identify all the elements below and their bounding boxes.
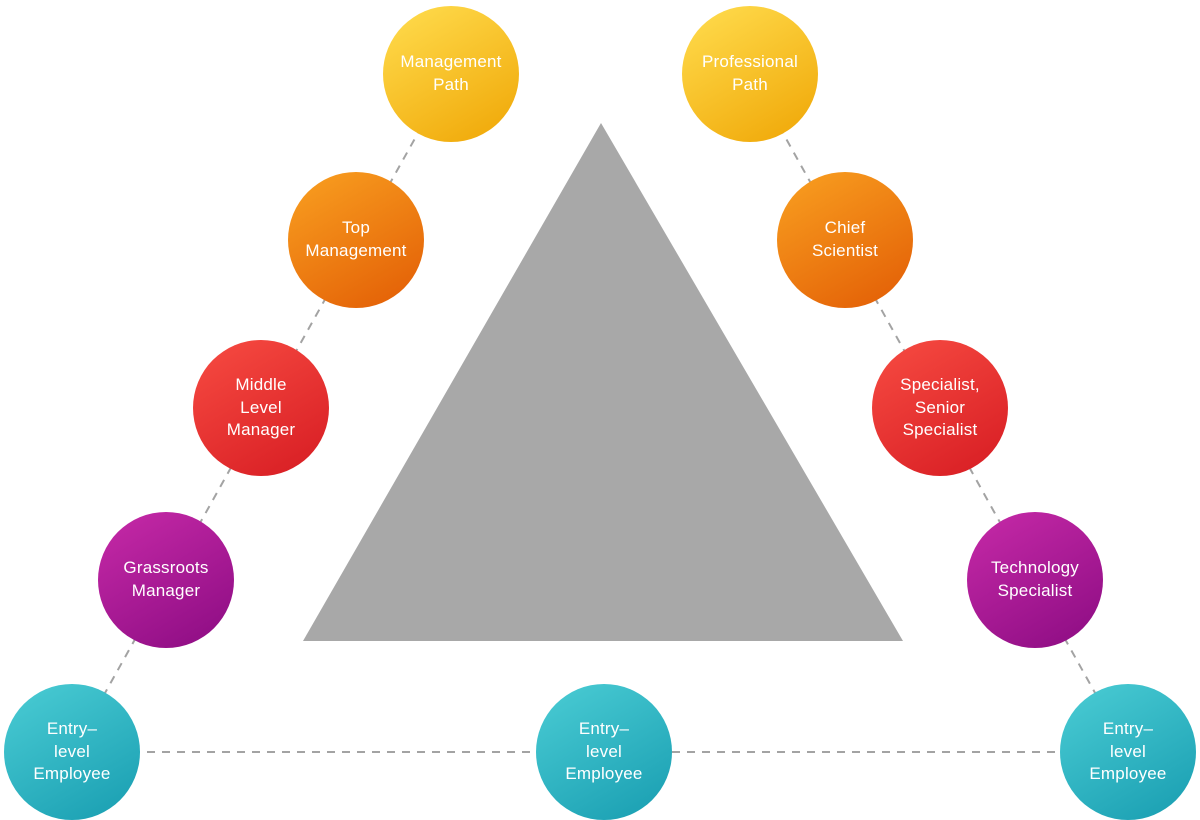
pyramid-triangle [303, 123, 903, 641]
node-professional-path-label: Professional Path [702, 52, 798, 94]
node-management-path-label: Management Path [400, 52, 502, 94]
node-grassroots-manager-label: Grassroots Manager [123, 558, 209, 600]
node-technology-specialist: Technology Specialist [967, 512, 1103, 648]
node-entry-level-employee-left: Entry– level Employee [4, 684, 140, 820]
node-professional-path: Professional Path [682, 6, 818, 142]
node-entry-level-employee-center: Entry– level Employee [536, 684, 672, 820]
node-chief-scientist: Chief Scientist [777, 172, 913, 308]
node-entry-level-employee-center-label: Entry– level Employee [565, 718, 643, 784]
node-entry-level-employee-right-label: Entry– level Employee [1089, 718, 1167, 784]
node-top-management: Top Management [288, 172, 424, 308]
node-entry-level-employee-left-label: Entry– level Employee [33, 718, 111, 784]
node-specialist-senior-specialist: Specialist, Senior Specialist [872, 340, 1008, 476]
node-grassroots-manager: Grassroots Manager [98, 512, 234, 648]
node-middle-level-manager: Middle Level Manager [193, 340, 329, 476]
node-entry-level-employee-right: Entry– level Employee [1060, 684, 1196, 820]
node-chief-scientist-label: Chief Scientist [811, 218, 879, 260]
node-management-path: Management Path [383, 6, 519, 142]
node-top-management-label: Top Management [305, 218, 407, 260]
node-middle-level-manager-label: Middle Level Manager [226, 374, 296, 440]
node-technology-specialist-label: Technology Specialist [990, 558, 1079, 600]
node-specialist-senior-specialist-label: Specialist, Senior Specialist [900, 374, 980, 440]
